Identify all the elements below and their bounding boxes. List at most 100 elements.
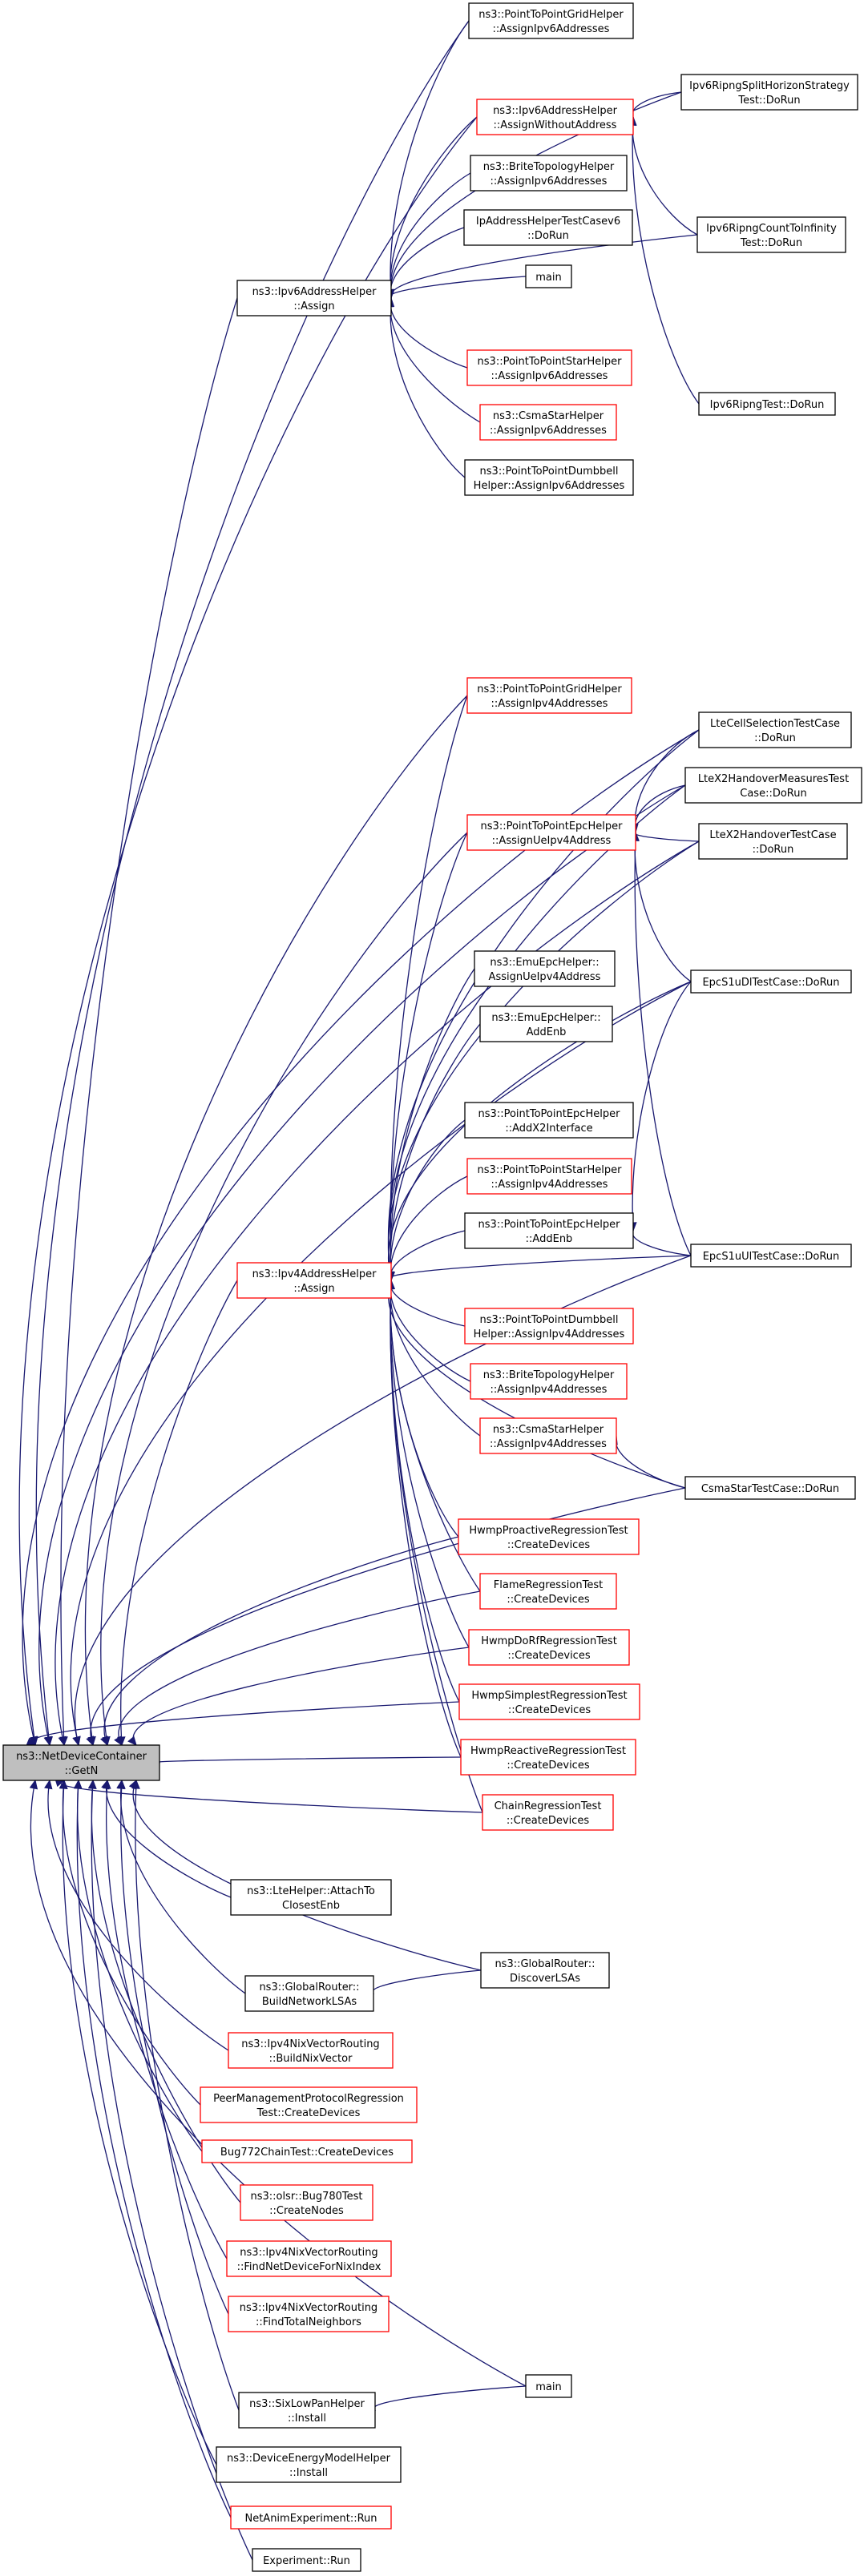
call-edge	[390, 172, 471, 299]
node-iphelper6[interactable]: IpAddressHelperTestCasev6::DoRun	[463, 209, 633, 246]
node-label: ::CreateDevices	[507, 1760, 589, 1772]
node-label: Case::DoRun	[740, 788, 806, 800]
call-edge	[615, 1435, 686, 1489]
node-box	[240, 2184, 373, 2221]
call-edge	[390, 695, 468, 1281]
node-p2pgrid4[interactable]: ns3::PointToPointGridHelper::AssignIpv4A…	[466, 677, 632, 714]
node-label: ns3::SixLowPanHelper	[249, 2398, 365, 2410]
call-edge	[390, 832, 468, 1281]
node-ipv6assign[interactable]: ns3::Ipv6AddressHelper::Assign	[236, 280, 392, 316]
node-box	[230, 2505, 392, 2530]
arrowhead	[59, 1779, 68, 1789]
node-hwmpdorf[interactable]: HwmpDoRfRegressionTest::CreateDevices	[468, 1629, 630, 1666]
node-p2pdumb6[interactable]: ns3::PointToPointDumbbellHelper::AssignI…	[464, 459, 634, 496]
call-edge	[38, 784, 686, 1746]
node-bug772[interactable]: Bug772ChainTest::CreateDevices	[201, 2139, 413, 2163]
node-main1[interactable]: main	[525, 264, 572, 288]
node-peermgmt[interactable]: PeerManagementProtocolRegressionTest::Cr…	[200, 2086, 418, 2123]
call-edge	[634, 832, 700, 842]
node-p2pdumb4[interactable]: ns3::PointToPointDumbbellHelper::AssignI…	[464, 1308, 634, 1344]
node-p2pstar6[interactable]: ns3::PointToPointStarHelper::AssignIpv6A…	[466, 349, 632, 386]
node-csmastar6[interactable]: ns3::CsmaStarHelper::AssignIpv6Addresses	[479, 404, 617, 441]
node-box	[201, 2139, 413, 2163]
node-nixfind[interactable]: ns3::Ipv4NixVectorRouting::FindNetDevice…	[226, 2240, 392, 2277]
node-chain[interactable]: ChainRegressionTest::CreateDevices	[482, 1794, 614, 1831]
node-label: Bug772ChainTest::CreateDevices	[220, 2147, 394, 2159]
node-grbuild[interactable]: ns3::GlobalRouter::BuildNetworkLSAs	[244, 1975, 374, 2012]
node-devenergy[interactable]: ns3::DeviceEnergyModelHelper::Install	[216, 2446, 402, 2483]
node-p2pgrid6[interactable]: ns3::PointToPointGridHelper::AssignIpv6A…	[468, 2, 634, 39]
node-sixlow[interactable]: ns3::SixLowPanHelper::Install	[238, 2392, 376, 2429]
node-box	[464, 1308, 634, 1344]
node-nixbuild[interactable]: ns3::Ipv4NixVectorRouting::BuildNixVecto…	[228, 2032, 394, 2069]
node-nixtotal[interactable]: ns3::Ipv4NixVectorRouting::FindTotalNeig…	[228, 2296, 390, 2332]
node-box	[480, 1952, 610, 1989]
node-hwmpreact[interactable]: HwmpReactiveRegressionTest::CreateDevice…	[460, 1739, 636, 1776]
node-csmastar4[interactable]: ns3::CsmaStarHelper::AssignIpv4Addresses	[479, 1417, 617, 1454]
node-p2pepcx2[interactable]: ns3::PointToPointEpcHelper::AddX2Interfa…	[464, 1102, 634, 1139]
node-label: Helper::AssignIpv4Addresses	[474, 1328, 625, 1340]
node-emuenb[interactable]: ns3::EmuEpcHelper::AddEnb	[479, 1006, 613, 1042]
node-ltecell[interactable]: LteCellSelectionTestCase::DoRun	[698, 712, 852, 748]
node-label: NetAnimExperiment::Run	[244, 2513, 377, 2525]
node-box	[458, 1683, 640, 1720]
arrowhead	[29, 1779, 38, 1790]
node-box	[216, 2446, 402, 2483]
node-experiment[interactable]: Experiment::Run	[252, 2548, 361, 2572]
node-box	[466, 349, 632, 386]
node-box	[525, 2374, 572, 2398]
node-label: Helper::AssignIpv6Addresses	[474, 480, 625, 492]
node-emuue[interactable]: ns3::EmuEpcHelper::AssignUeIpv4Address	[474, 950, 616, 987]
node-label: ns3::PointToPointEpcHelper	[481, 820, 624, 832]
node-csmastartest[interactable]: CsmaStarTestCase::DoRun	[684, 1476, 856, 1500]
node-ipv4assign[interactable]: ns3::Ipv4AddressHelper::Assign	[236, 1262, 392, 1299]
node-label: ::AssignIpv4Addresses	[490, 1438, 607, 1450]
node-label: ::AssignIpv4Addresses	[491, 1179, 608, 1191]
call-edge	[103, 1536, 459, 1746]
node-ltex2[interactable]: LteX2HandoverTestCase::DoRun	[698, 823, 848, 860]
node-ipv6woa[interactable]: ns3::Ipv6AddressHelper::AssignWithoutAdd…	[476, 99, 634, 135]
node-riptest[interactable]: Ipv6RipngTest::DoRun	[698, 392, 836, 416]
node-label: ns3::PointToPointStarHelper	[478, 1164, 623, 1176]
arrowhead	[100, 1735, 108, 1747]
node-epcul[interactable]: EpcS1uUlTestCase::DoRun	[690, 1244, 852, 1268]
node-label: ::Install	[289, 2467, 328, 2479]
node-main2[interactable]: main	[525, 2374, 572, 2398]
arrowhead	[117, 1779, 126, 1789]
call-edge	[156, 1756, 462, 1764]
node-olsr780[interactable]: ns3::olsr::Bug780Test::CreateNodes	[240, 2184, 373, 2221]
node-p2pepcenb[interactable]: ns3::PointToPointEpcHelper::AddEnb	[464, 1212, 634, 1249]
node-netanim[interactable]: NetAnimExperiment::Run	[230, 2505, 392, 2530]
node-box	[476, 99, 634, 135]
node-label: ::CreateNodes	[269, 2205, 344, 2217]
node-box	[690, 1244, 852, 1268]
node-brite6[interactable]: ns3::BriteTopologyHelper::AssignIpv6Addr…	[470, 155, 628, 191]
node-label: HwmpProactiveRegressionTest	[469, 1525, 628, 1537]
call-edge	[35, 20, 470, 1746]
node-box	[466, 677, 632, 714]
node-brite4[interactable]: ns3::BriteTopologyHelper::AssignIpv4Addr…	[470, 1363, 628, 1400]
node-flame[interactable]: FlameRegressionTest::CreateDevices	[479, 1573, 617, 1610]
node-label: ns3::Ipv4NixVectorRouting	[240, 2302, 377, 2314]
node-box	[464, 1212, 634, 1249]
node-root[interactable]: ns3::NetDeviceContainer::GetN	[2, 1744, 160, 1781]
node-box	[2, 1744, 160, 1781]
arrowhead	[127, 1735, 137, 1746]
node-p2pepcue[interactable]: ns3::PointToPointEpcHelper::AssignUeIpv4…	[466, 814, 636, 851]
node-epcdl[interactable]: EpcS1uDlTestCase::DoRun	[690, 970, 852, 994]
node-box	[460, 1739, 636, 1776]
node-label: ns3::EmuEpcHelper::	[490, 957, 599, 969]
node-hwmpsimple[interactable]: HwmpSimplestRegressionTest::CreateDevice…	[458, 1683, 640, 1720]
node-label: Test::CreateDevices	[256, 2107, 361, 2119]
node-label: ::FindNetDeviceForNixIndex	[237, 2261, 382, 2273]
node-p2pstar4[interactable]: ns3::PointToPointStarHelper::AssignIpv4A…	[466, 1158, 632, 1195]
node-box	[468, 1629, 630, 1666]
node-hwmpproact[interactable]: HwmpProactiveRegressionTest::CreateDevic…	[458, 1518, 640, 1555]
node-box	[698, 392, 836, 416]
node-grdiscover[interactable]: ns3::GlobalRouter::DiscoverLSAs	[480, 1952, 610, 1989]
node-label: EpcS1uDlTestCase::DoRun	[702, 977, 839, 989]
